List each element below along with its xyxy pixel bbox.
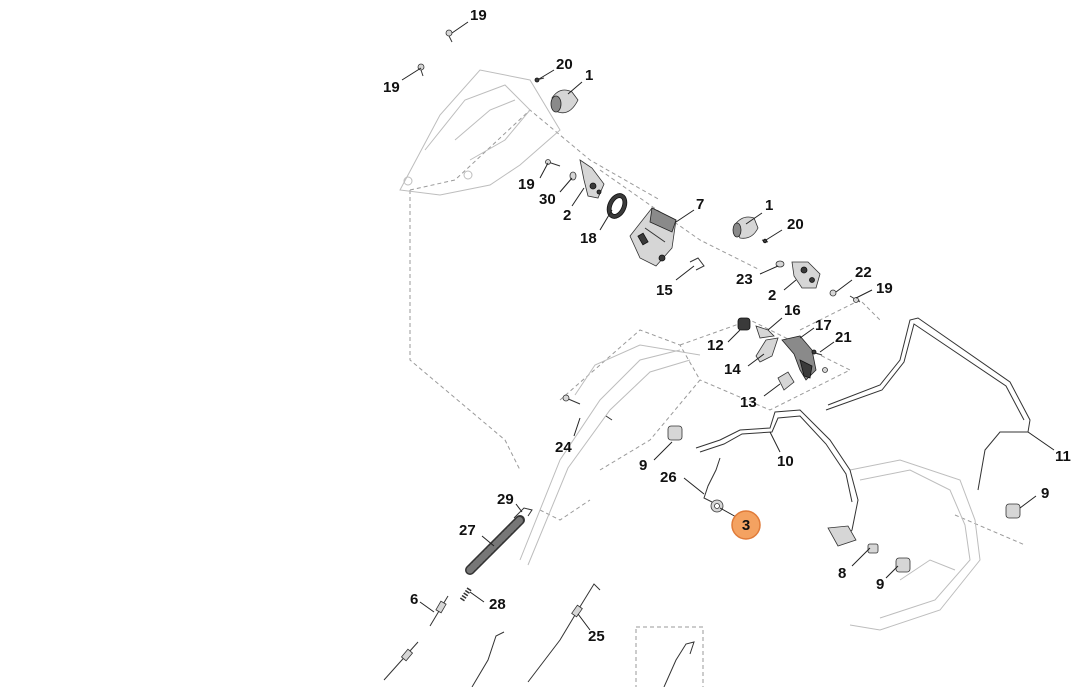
label-2: 2: [563, 207, 571, 224]
label-29: 29: [497, 491, 514, 508]
screw-19-right: [849, 295, 861, 303]
washer-22: [829, 289, 837, 297]
lever-14: [755, 337, 779, 363]
label-3[interactable]: 3: [742, 517, 750, 534]
hook-29: [513, 507, 533, 519]
label-18: 18: [580, 230, 597, 247]
handle-frame-ghost: [399, 69, 561, 196]
label-9: 9: [876, 576, 884, 593]
label-23: 23: [736, 271, 753, 288]
label-15: 15: [656, 282, 673, 299]
housing-7: [629, 207, 677, 267]
screw-19-left: [417, 63, 425, 77]
label-21: 21: [835, 329, 852, 346]
label-26: 26: [660, 469, 677, 486]
cable-6: [383, 595, 449, 681]
label-8: 8: [838, 565, 846, 582]
bushing-9-right: [1005, 503, 1021, 519]
highlighted-callout-3[interactable]: 3: [731, 510, 761, 540]
screw-20-top: [534, 77, 545, 83]
screw-19-mid: [545, 159, 561, 167]
spring-28: [459, 586, 473, 602]
label-13: 13: [740, 394, 757, 411]
detail-inset: [635, 626, 704, 687]
screw-20-right: [761, 238, 769, 244]
cable-25: [527, 583, 601, 683]
label-9: 9: [1041, 485, 1049, 502]
bushing-9-left: [667, 425, 683, 441]
latch-2-top: [579, 159, 605, 199]
label-19: 19: [383, 79, 400, 96]
knob-1-top: [550, 89, 579, 114]
knob-1-right: [732, 216, 759, 239]
bushing-12: [737, 317, 751, 331]
latch-2-right: [791, 261, 821, 289]
label-30: 30: [539, 191, 556, 208]
grip-17: [781, 335, 817, 381]
label-1: 1: [585, 67, 593, 84]
label-17: 17: [815, 317, 832, 334]
bushing-8: [867, 543, 879, 554]
wire-26: [703, 457, 721, 503]
label-11: 11: [1055, 448, 1071, 465]
cable-mid: [471, 631, 505, 687]
callout-circle[interactable]: [731, 510, 761, 540]
screw-19-top: [445, 29, 453, 43]
washer-23: [775, 260, 785, 268]
assembly-guide-lines: [409, 109, 1026, 546]
label-6: 6: [410, 591, 418, 608]
label-2: 2: [768, 287, 776, 304]
clip-13: [777, 371, 795, 391]
pin-21: [811, 349, 828, 373]
label-20: 20: [556, 56, 573, 73]
clip-16: [755, 325, 775, 339]
label-14: 14: [724, 361, 741, 378]
washer-3: [710, 499, 724, 513]
label-10: 10: [777, 453, 794, 470]
label-7: 7: [696, 196, 704, 213]
label-19: 19: [470, 7, 487, 24]
part-labels: 19 19 20 1 19 30 2 18 7 15 1 20 23 2 22 …: [383, 7, 1071, 645]
leader-lines: [401, 21, 1055, 631]
spring-27: [465, 515, 525, 575]
label-28: 28: [489, 596, 506, 613]
rod-10: [695, 409, 859, 547]
label-24: 24: [555, 439, 572, 456]
clip-15: [689, 257, 705, 271]
handle-shaft-ghost: [519, 344, 701, 566]
rod-11: [825, 317, 1031, 491]
bolt-24: [562, 394, 613, 421]
lower-frame-ghost: [849, 459, 981, 631]
label-27: 27: [459, 522, 476, 539]
label-19: 19: [518, 176, 535, 193]
ring-18: [606, 193, 628, 219]
label-9: 9: [639, 457, 647, 474]
label-16: 16: [784, 302, 801, 319]
label-20: 20: [787, 216, 804, 233]
label-12: 12: [707, 337, 724, 354]
label-25: 25: [588, 628, 605, 645]
label-1: 1: [765, 197, 773, 214]
label-19: 19: [876, 280, 893, 297]
label-22: 22: [855, 264, 872, 281]
bushing-9-bottom: [895, 557, 911, 573]
